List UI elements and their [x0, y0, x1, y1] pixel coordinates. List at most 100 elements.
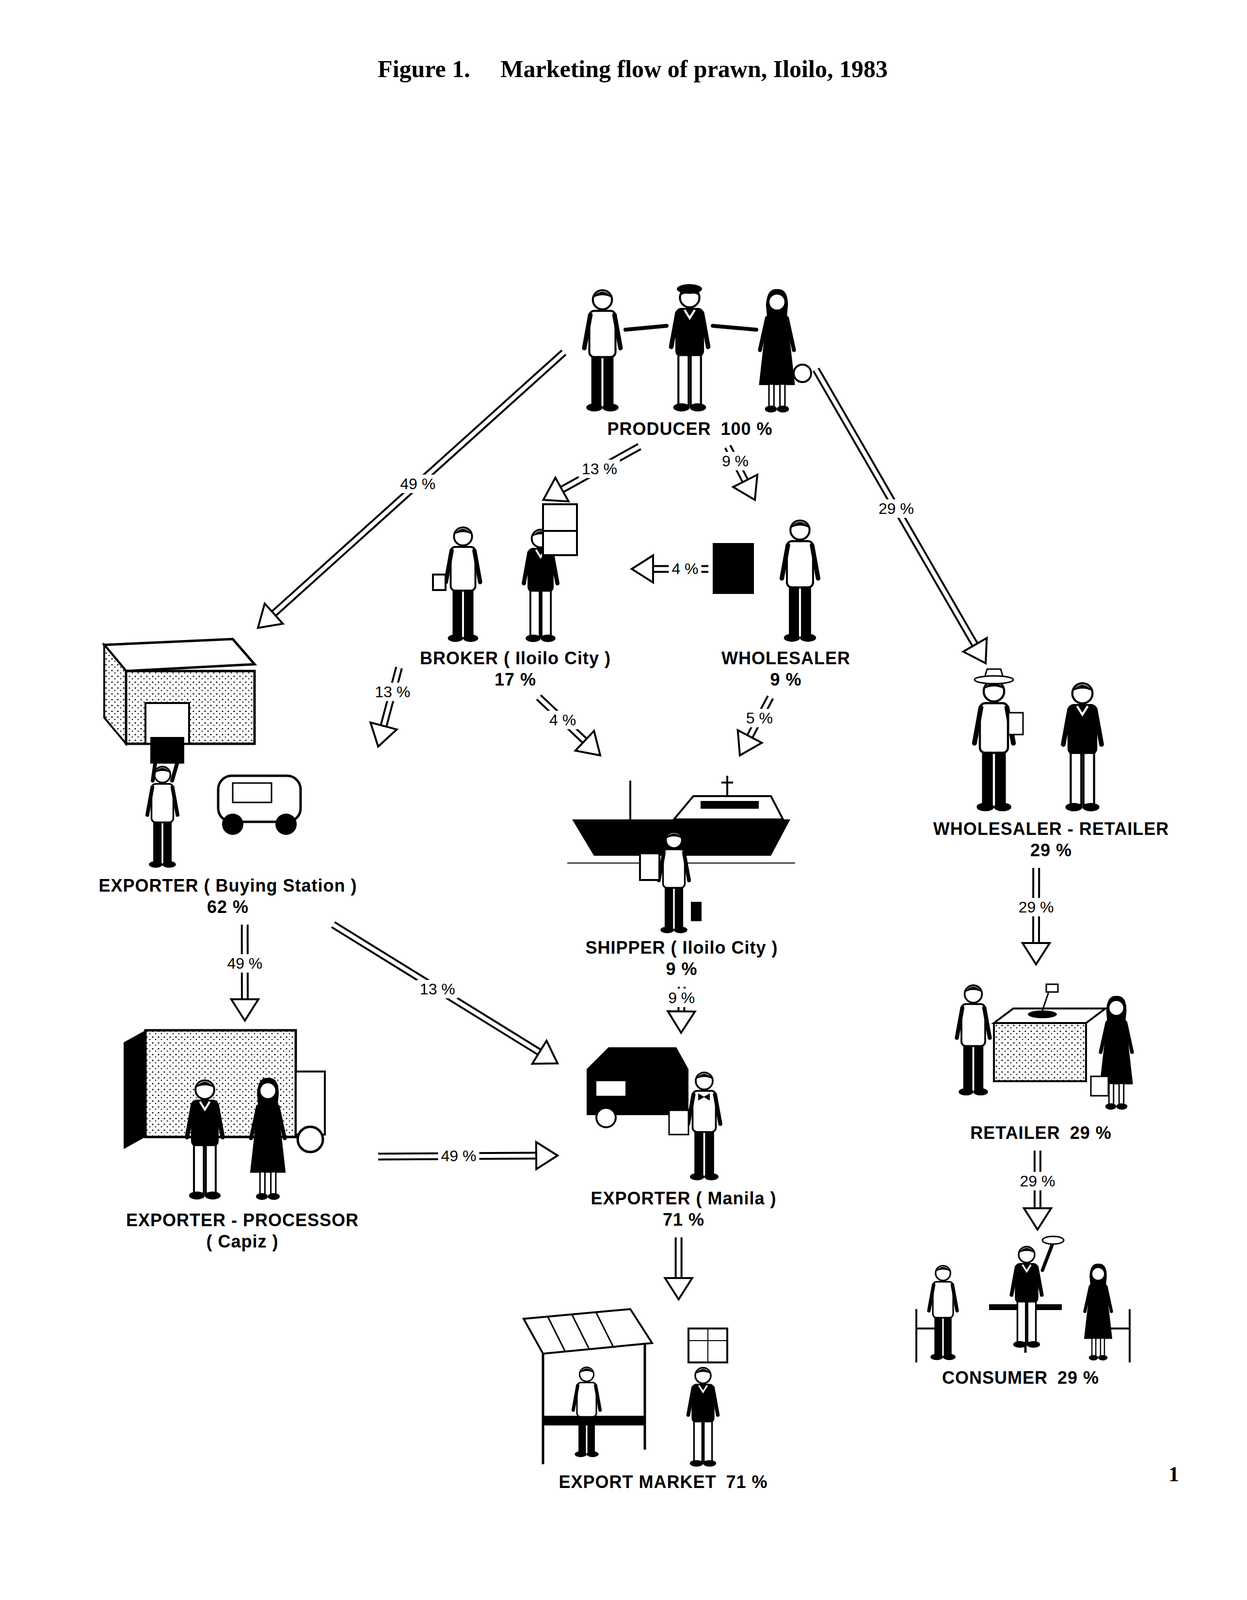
flow-arrow [378, 1141, 558, 1169]
car-wheel [596, 1107, 616, 1128]
farmer-figure [584, 290, 621, 412]
stage-share: 9 % [585, 958, 778, 980]
shipper-figure [658, 831, 689, 934]
arrow-head [536, 1141, 558, 1169]
stage-name: EXPORTER ( Manila ) [590, 1187, 777, 1210]
stage-share: 100 % [720, 418, 773, 440]
wholesaler-picture [712, 520, 818, 642]
arrow-shaft-inner [676, 1237, 681, 1281]
flow-arrow [543, 446, 640, 502]
lifted-box [150, 736, 185, 764]
manila-exporter-picture [586, 1047, 721, 1181]
flow-arrow [1023, 1150, 1052, 1230]
stage-label: EXPORTER ( Manila )71 % [590, 1187, 777, 1231]
car-grille [596, 1081, 626, 1096]
awning [523, 1309, 653, 1354]
flow-arrow [333, 924, 558, 1064]
stage-label: CONSUMER29 % [937, 1367, 1104, 1389]
raised-arm [1042, 1245, 1053, 1271]
buying-station-picture [104, 639, 301, 868]
flow-share: 29 % [1015, 897, 1057, 917]
joined-hands [625, 325, 757, 330]
buyer-figure [573, 1367, 600, 1457]
market-stage: SHIPPER ( Iloilo City )9 % [565, 755, 799, 987]
price-tag [1046, 984, 1058, 992]
stage-label: PRODUCER100 % [602, 418, 778, 440]
trader-figure [1063, 683, 1102, 812]
stage-name: EXPORT MARKET [558, 1471, 717, 1493]
farmer-figure [758, 288, 795, 413]
stall-posts [543, 1343, 645, 1465]
arrow-shaft [559, 446, 640, 492]
flow-arrow [665, 1237, 693, 1300]
hat [793, 364, 812, 383]
cap [676, 284, 703, 294]
stage-share: 17 % [419, 669, 611, 691]
stage-label: RETAILER 29 % [965, 1122, 1117, 1144]
arrow-head [543, 477, 569, 502]
folder [639, 853, 660, 880]
arrow-shaft-inner [559, 446, 640, 492]
stage-name: SHIPPER ( Iloilo City ) [585, 937, 778, 959]
stage-label: WHOLESALER9 % [721, 647, 851, 691]
processor-picture [123, 1030, 325, 1200]
arrow-head [370, 722, 397, 747]
box-cord [688, 1328, 728, 1363]
station-wall [126, 671, 255, 744]
bow-tie [698, 1093, 710, 1101]
stage-share: 9 % [721, 669, 851, 691]
stage-name: EXPORTER ( Buying Station ) [98, 875, 357, 897]
stage-label: BROKER ( Iloilo City )17 % [419, 647, 611, 691]
carried-box [688, 1328, 728, 1363]
stage-name: CONSUMER [942, 1367, 1048, 1389]
stage-label: EXPORTER - PROCESSOR( Capiz ) [126, 1209, 359, 1253]
market-stage: EXPORTER ( Manila )71 % [557, 1032, 810, 1238]
awning-stripes [547, 1312, 614, 1351]
consumer-picture [916, 1236, 1130, 1363]
flow-arrow [1022, 867, 1050, 965]
flow-arrow [370, 667, 400, 747]
flow-share: 9 % [665, 988, 698, 1008]
retailer-picture [957, 984, 1134, 1110]
bucket [432, 574, 446, 591]
arrow-shaft-inner [815, 369, 977, 648]
basket [1090, 1076, 1109, 1096]
stage-name: EXPORTER - PROCESSOR [126, 1209, 359, 1232]
car-wheel [275, 813, 297, 835]
stage-name: RETAILER [970, 1122, 1060, 1144]
arrow-head [665, 1278, 693, 1300]
farmer-figure [671, 287, 708, 412]
stage-share: 29 % [933, 839, 1169, 862]
arrow-head [1023, 1208, 1052, 1230]
arrow-head [733, 474, 758, 500]
boat-cabin [673, 796, 784, 820]
stage-share: 29 % [1070, 1122, 1112, 1144]
stall-top [993, 1008, 1106, 1024]
cabin-windows [700, 800, 759, 809]
flow-arrow [538, 697, 601, 756]
stage-label: EXPORT MARKET 71 % [553, 1471, 773, 1493]
flow-share: 13 % [578, 459, 621, 479]
market-stage: WHOLESALER - RETAILER29 % [920, 663, 1183, 868]
flow-share: 49 % [397, 474, 439, 494]
arrow-head [631, 555, 654, 583]
papers [669, 1110, 689, 1135]
shipper-picture [567, 775, 796, 934]
car-window [232, 783, 272, 803]
market-stage: BROKER ( Iloilo City )17 % [399, 499, 632, 698]
arrow-shaft-inner [333, 924, 543, 1054]
flow-arrow [231, 924, 259, 1021]
broker-picture [432, 504, 577, 642]
stage-share: 71 % [725, 1471, 768, 1493]
flow-share: 13 % [416, 979, 459, 999]
flow-share: 49 % [438, 1146, 480, 1166]
export-market-picture [523, 1309, 728, 1467]
stage-name: WHOLESALER - RETAILER [933, 818, 1169, 840]
stall-front [993, 1023, 1087, 1082]
car-wheel [222, 813, 244, 835]
prawn-pile [1027, 1010, 1057, 1019]
flow-share: 4 % [546, 710, 579, 730]
